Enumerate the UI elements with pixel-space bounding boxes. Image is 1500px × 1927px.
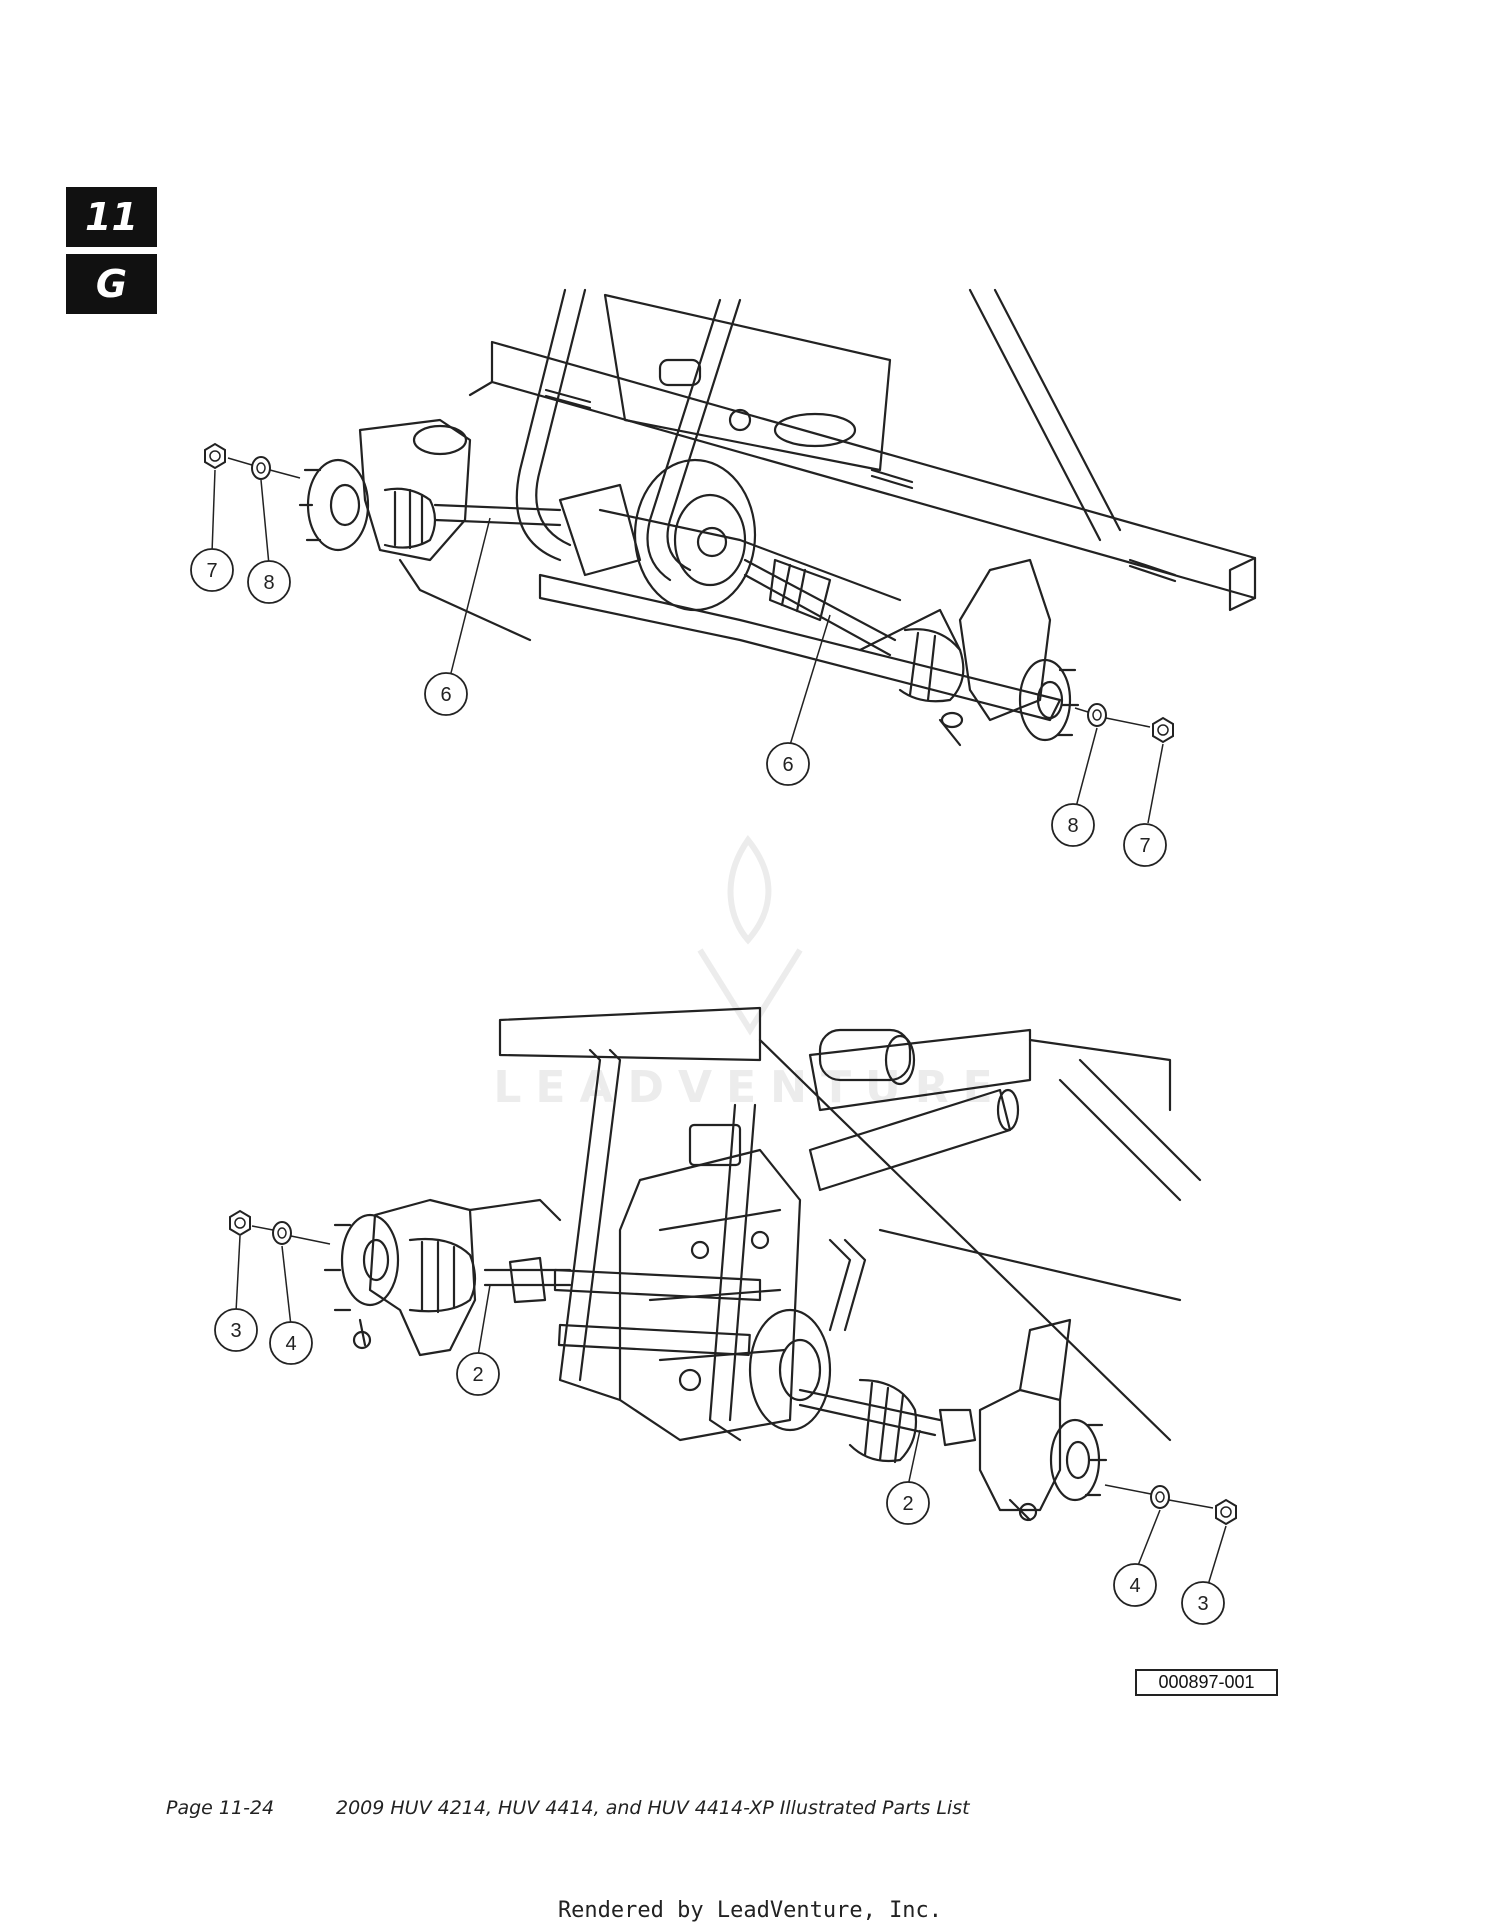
chapter-tab: 11 bbox=[66, 187, 157, 247]
svg-text:7: 7 bbox=[206, 560, 217, 582]
top-callouts: 7 8 6 6 8 7 bbox=[190, 548, 1167, 867]
callout-2-left: 2 bbox=[456, 1352, 500, 1396]
svg-text:8: 8 bbox=[263, 572, 274, 594]
callout-3-left: 3 bbox=[214, 1308, 258, 1352]
top-hardware bbox=[204, 443, 1174, 743]
callout-8-right: 8 bbox=[1051, 803, 1095, 847]
svg-text:6: 6 bbox=[782, 754, 793, 776]
footer-page-number: Page 11-24 bbox=[166, 1797, 275, 1819]
front-axle-assembly bbox=[298, 288, 1257, 747]
top-leader-lines bbox=[211, 469, 1164, 824]
callout-6-right: 6 bbox=[766, 742, 810, 786]
callout-6-left: 6 bbox=[424, 672, 468, 716]
section-tab: G bbox=[66, 254, 157, 314]
svg-text:7: 7 bbox=[1139, 835, 1150, 857]
bottom-leader-lines bbox=[235, 1235, 1227, 1586]
footer-document-title: 2009 HUV 4214, HUV 4414, and HUV 4414-XP… bbox=[336, 1797, 970, 1819]
svg-text:6: 6 bbox=[440, 684, 451, 706]
svg-text:4: 4 bbox=[285, 1333, 296, 1355]
callout-8-left: 8 bbox=[247, 560, 291, 604]
watermark: LEADVENTURE bbox=[493, 1062, 1007, 1113]
svg-text:4: 4 bbox=[1129, 1575, 1140, 1597]
watermark-logo bbox=[697, 834, 803, 1036]
rear-axle-assembly bbox=[323, 1006, 1202, 1522]
callout-2-right: 2 bbox=[886, 1481, 930, 1525]
callout-7-left: 7 bbox=[190, 548, 234, 592]
callout-7-right: 7 bbox=[1123, 823, 1167, 867]
svg-text:8: 8 bbox=[1067, 815, 1078, 837]
bottom-hardware bbox=[229, 1210, 1237, 1525]
bottom-callouts: 3 4 2 2 4 3 bbox=[214, 1308, 1225, 1625]
svg-text:2: 2 bbox=[472, 1364, 483, 1386]
rendered-by-notice: Rendered by LeadVenture, Inc. bbox=[557, 1898, 943, 1923]
svg-text:2: 2 bbox=[902, 1493, 913, 1515]
callout-4-left: 4 bbox=[269, 1321, 313, 1365]
svg-text:3: 3 bbox=[230, 1320, 241, 1342]
svg-text:3: 3 bbox=[1197, 1593, 1208, 1615]
callout-3-right: 3 bbox=[1181, 1581, 1225, 1625]
callout-4-right: 4 bbox=[1113, 1563, 1157, 1607]
figure-number: 000897-001 bbox=[1135, 1669, 1278, 1696]
